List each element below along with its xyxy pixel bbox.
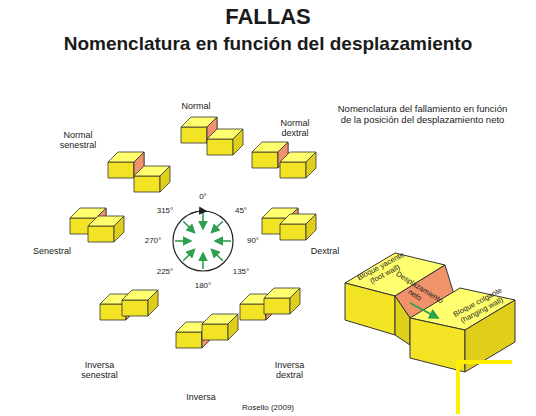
angle-label: 270° [138,236,168,245]
normal-senestral-icon [108,152,170,192]
angle-label: 0° [188,192,218,201]
angle-label: 315° [150,206,180,215]
description-note: Nomenclatura del fallamiento en función … [335,104,510,126]
normal-dextral-icon [252,142,316,178]
inversa-senestral-icon [100,290,158,320]
fault-type-label: Inversa [176,392,226,402]
fault-type-label: Senestral [22,246,82,256]
angle-label: 90° [238,236,268,245]
angle-label: 225° [150,267,180,276]
normal-icon [181,117,243,155]
senestral-icon [70,208,124,242]
caption: Rosello (2009) [0,403,536,412]
fault-type-label: Normal dextral [270,118,320,139]
inversa-icon [176,314,238,348]
angle-label: 135° [226,267,256,276]
fault-type-label: Normal senestral [52,130,104,151]
title: FALLAS [0,4,536,29]
fault-type-label: Inversa dextral [262,360,317,381]
dextral-icon [262,208,316,240]
fault-type-label: Normal [166,101,226,111]
corner-mark [456,362,512,414]
fault-type-label: Inversa senestral [72,360,127,381]
inversa-dextral-icon [240,288,300,320]
subtitle: Nomenclatura en función del desplazamien… [0,33,536,55]
angle-label: 180° [188,281,218,290]
angle-label: 45° [226,206,256,215]
fault-type-label: Dextral [300,246,350,256]
compass [173,211,233,271]
